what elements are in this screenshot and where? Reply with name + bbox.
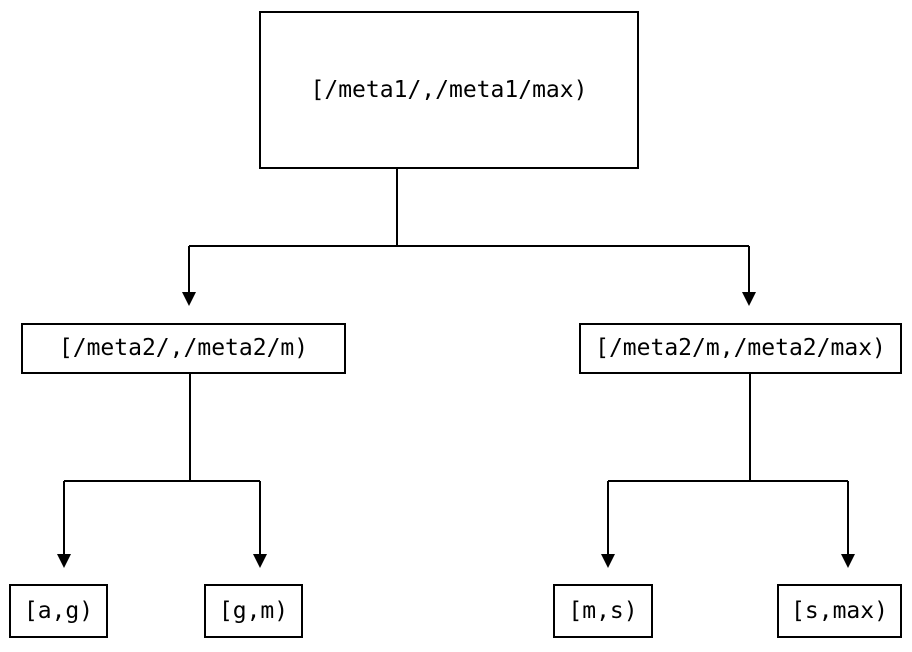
node-leaf-a-g[interactable]: [a,g): [9, 584, 108, 638]
node-mid-left-label: [/meta2/,/meta2/m): [58, 335, 309, 361]
node-leaf-g-m-label: [g,m): [218, 597, 289, 624]
arrowhead-to-leaf-s-max: [841, 554, 855, 568]
node-mid-right[interactable]: [/meta2/m,/meta2/max): [579, 323, 902, 374]
node-leaf-s-max[interactable]: [s,max): [777, 584, 902, 638]
node-root-label: [/meta1/,/meta1/max): [310, 76, 588, 103]
arrowhead-to-leaf-g-m: [253, 554, 267, 568]
node-mid-right-label: [/meta2/m,/meta2/max): [595, 335, 886, 361]
node-leaf-s-max-label: [s,max): [791, 597, 888, 624]
node-leaf-m-s-label: [m,s): [568, 597, 638, 624]
arrowhead-to-mid-right: [742, 292, 756, 306]
arrowhead-to-leaf-m-s: [601, 554, 615, 568]
arrowhead-to-leaf-a-g: [57, 554, 71, 568]
node-leaf-g-m[interactable]: [g,m): [204, 584, 303, 638]
node-leaf-a-g-label: [a,g): [23, 597, 94, 624]
node-leaf-m-s[interactable]: [m,s): [553, 584, 653, 638]
node-mid-left[interactable]: [/meta2/,/meta2/m): [21, 323, 346, 374]
node-root[interactable]: [/meta1/,/meta1/max): [259, 11, 639, 169]
arrowhead-to-mid-left: [182, 292, 196, 306]
